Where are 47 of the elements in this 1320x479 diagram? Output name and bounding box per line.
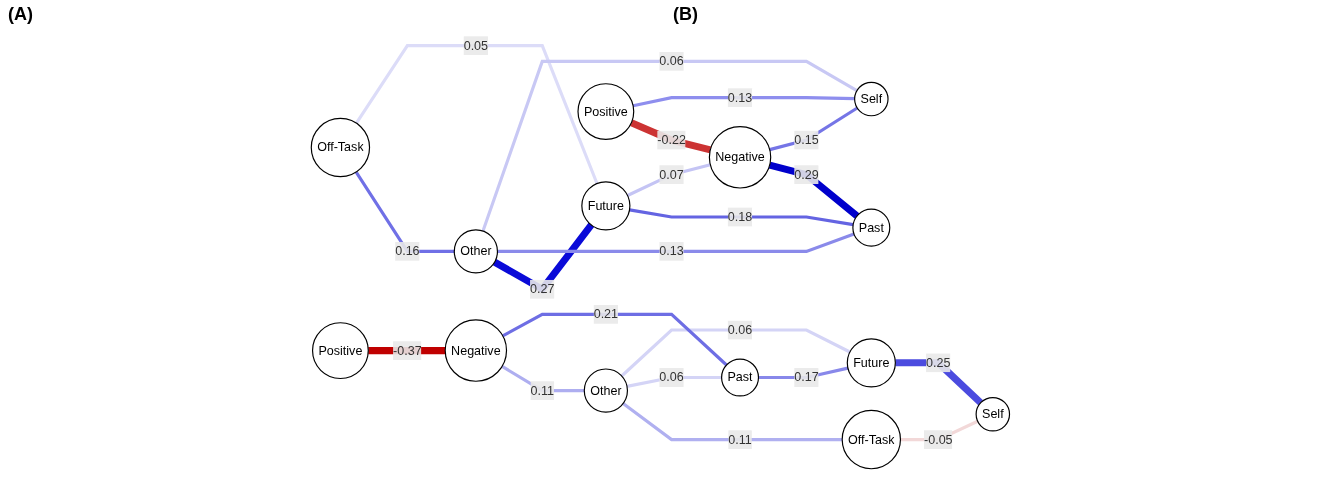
connector bbox=[500, 365, 584, 393]
node-circle: Positive bbox=[311, 322, 369, 380]
node-circle: Negative bbox=[708, 126, 771, 189]
node-circle: Self bbox=[975, 396, 1010, 432]
edge-label: -0.37 bbox=[392, 343, 422, 357]
node-circle: Positive bbox=[577, 83, 634, 141]
connector bbox=[626, 163, 711, 197]
connector bbox=[768, 161, 859, 219]
node-circle: Off-Task bbox=[841, 409, 901, 470]
edge-label: 0.06 bbox=[658, 54, 684, 68]
connector bbox=[629, 119, 711, 154]
node-circle: Past bbox=[720, 358, 759, 397]
node-circle: Self bbox=[853, 81, 889, 117]
edge-label: 0.17 bbox=[793, 370, 819, 384]
connector bbox=[354, 44, 599, 185]
connector bbox=[632, 96, 855, 108]
edge-label: -0.22 bbox=[656, 132, 686, 147]
panel-label: (A) bbox=[8, 4, 33, 25]
node-circle: Negative bbox=[444, 319, 507, 382]
edge-label: 0.18 bbox=[727, 209, 752, 224]
edge-label: 0.07 bbox=[658, 167, 684, 181]
node-circle: Future bbox=[580, 181, 631, 231]
node-circle: Off-Task bbox=[310, 117, 370, 178]
node-circle: Other bbox=[583, 368, 628, 413]
edge-label: 0.16 bbox=[394, 244, 420, 258]
edge-label: 0.13 bbox=[727, 90, 752, 104]
edge-label: 0.29 bbox=[793, 167, 819, 181]
edge-label: 0.15 bbox=[793, 132, 819, 147]
edge-label: -0.05 bbox=[923, 432, 953, 446]
edge-label: 0.21 bbox=[593, 307, 618, 321]
connector bbox=[628, 208, 853, 227]
edge-label: 0.25 bbox=[925, 355, 951, 370]
edge-label: 0.06 bbox=[658, 370, 684, 384]
edge-label: 0.05 bbox=[463, 38, 488, 52]
connector bbox=[501, 312, 728, 367]
edge-label: 0.06 bbox=[727, 322, 752, 337]
connector bbox=[768, 106, 858, 152]
edge-label: 0.11 bbox=[727, 432, 752, 446]
panel-label: (B) bbox=[673, 4, 698, 25]
edge-label: 0.27 bbox=[529, 282, 555, 296]
connector bbox=[481, 59, 858, 232]
node-circle: Other bbox=[453, 229, 498, 274]
edge-label: 0.11 bbox=[530, 383, 554, 397]
connector bbox=[621, 402, 842, 442]
edge-label: 0.13 bbox=[658, 244, 684, 258]
node-circle: Past bbox=[851, 208, 890, 247]
node-circle: Future bbox=[846, 338, 896, 388]
